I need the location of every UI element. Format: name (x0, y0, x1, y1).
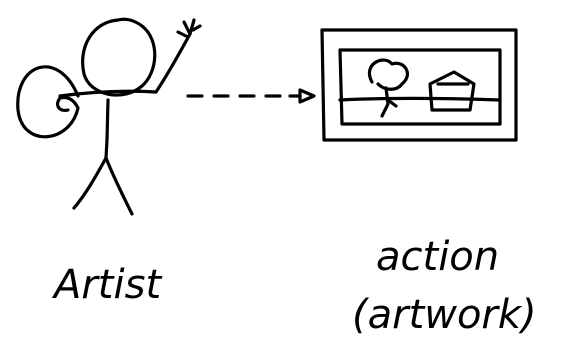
arrow-head-icon (298, 88, 316, 104)
tree-icon (368, 58, 409, 118)
artwork-frame (320, 28, 518, 142)
artist-label: Artist (51, 262, 162, 308)
artist-figure (16, 17, 202, 216)
artist-body (104, 98, 110, 160)
artist-arms (58, 89, 158, 98)
house-icon (428, 70, 476, 112)
artwork-horizon-line (338, 96, 502, 102)
action-label: action (376, 234, 499, 280)
dashed-arrow (186, 88, 316, 104)
brush-icon (176, 18, 202, 38)
frame-outer (320, 28, 518, 142)
artist-head (81, 17, 157, 97)
raised-arm (154, 32, 192, 94)
artist-right-leg (104, 156, 134, 216)
artwork-label: (artwork) (352, 292, 537, 338)
frame-inner (338, 48, 502, 126)
artist-left-leg (72, 156, 108, 210)
palette-shape (16, 65, 80, 139)
